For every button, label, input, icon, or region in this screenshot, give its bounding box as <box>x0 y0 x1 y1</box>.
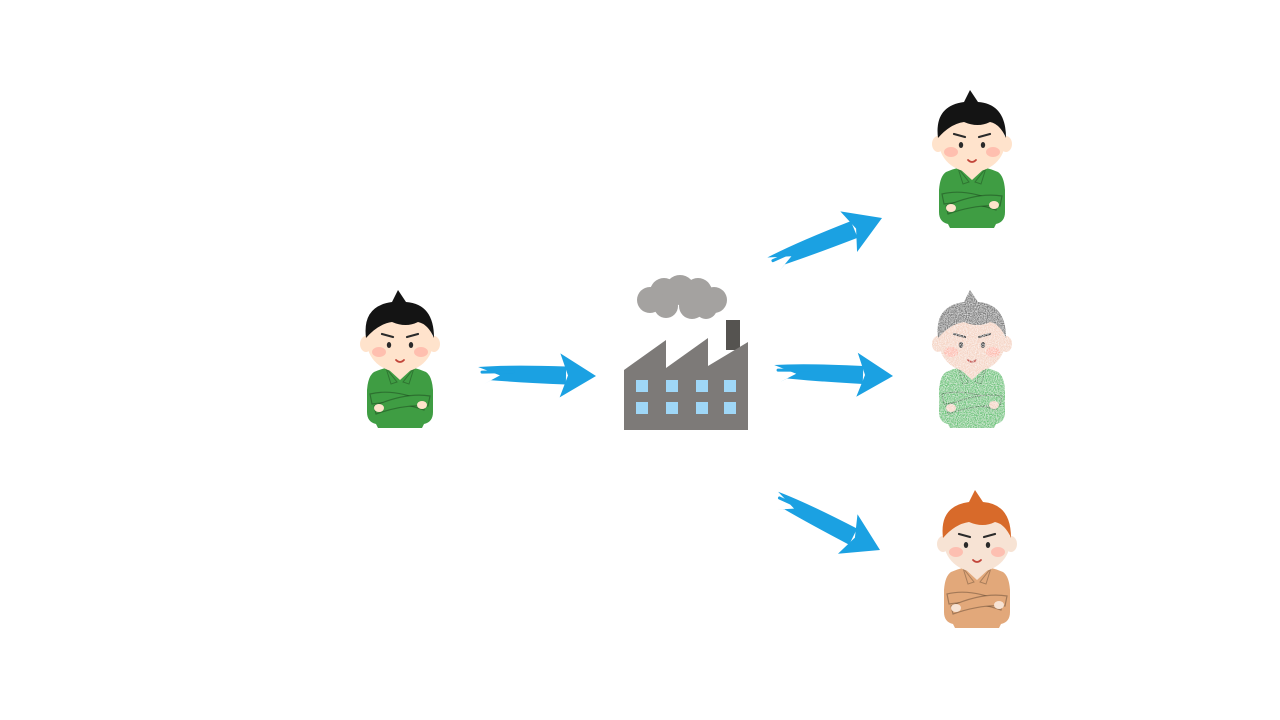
worker-faded-icon <box>932 290 1012 428</box>
factory-window <box>666 402 678 414</box>
smoke-cloud <box>637 275 727 319</box>
arrow-factory-to-output-worker-same <box>767 211 882 271</box>
source-worker <box>360 290 440 428</box>
arrow-source-worker-to-factory <box>478 353 597 398</box>
factory-window <box>724 380 736 392</box>
factory-window <box>696 380 708 392</box>
factory-window <box>636 402 648 414</box>
factory-window <box>724 402 736 414</box>
output-worker-same <box>932 90 1012 228</box>
worker-green-icon <box>360 290 440 428</box>
factory-windows <box>636 380 736 414</box>
factory <box>624 275 748 430</box>
arrow-factory-to-output-worker-faded <box>774 352 893 397</box>
output-worker-orange <box>937 490 1017 628</box>
worker-green-icon <box>932 90 1012 228</box>
factory-window <box>666 380 678 392</box>
factory-icon <box>624 275 748 430</box>
worker-orange-icon <box>937 490 1017 628</box>
chimney <box>726 320 740 350</box>
factory-building <box>624 338 748 430</box>
factory-window <box>636 380 648 392</box>
factory-window <box>696 402 708 414</box>
output-worker-faded <box>932 290 1012 428</box>
arrow-factory-to-output-worker-orange <box>775 491 881 554</box>
